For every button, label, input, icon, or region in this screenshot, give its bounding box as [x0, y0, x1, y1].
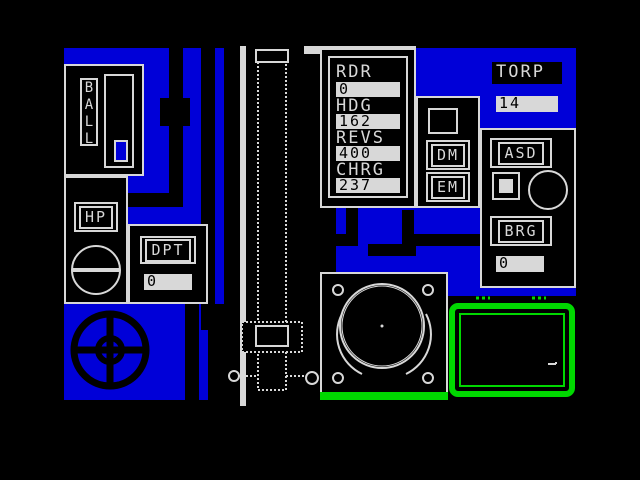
- torpedo-label: TORP: [496, 62, 545, 82]
- depth-value: 0: [144, 274, 192, 290]
- brg-label: BRG: [498, 219, 544, 243]
- instrument-panel: RDR 0 HDG 162 REVS 400 CHRG 237: [320, 48, 416, 208]
- torpedo-value: 14: [496, 96, 558, 112]
- em-label: EM: [430, 175, 466, 199]
- depth-gauge-icon: [71, 245, 121, 295]
- brg-button[interactable]: BRG: [490, 216, 552, 246]
- compass-scope-icon[interactable]: [322, 274, 446, 394]
- heading-value: 162: [336, 114, 400, 129]
- radar-value: 0: [336, 82, 400, 97]
- radar-label: RDR: [336, 62, 373, 82]
- revs-value: 400: [336, 146, 400, 161]
- heading-label: HDG: [336, 96, 373, 116]
- hp-panel: HP: [64, 176, 128, 304]
- periscope-icon[interactable]: [224, 46, 304, 406]
- motor-panel: DM EM: [416, 96, 480, 208]
- ballast-label-box: [80, 78, 98, 146]
- depth-button[interactable]: DPT: [140, 236, 196, 264]
- depth-label: DPT: [145, 238, 191, 262]
- charge-value: 237: [336, 178, 400, 193]
- ballast-label: BALL: [81, 80, 97, 148]
- ship-wheel-icon[interactable]: [64, 304, 160, 400]
- revs-label: REVS: [336, 128, 385, 148]
- sonar-dial-icon: [528, 170, 568, 210]
- compass-panel: [320, 272, 448, 396]
- torpedo-label-box: TORP: [492, 62, 562, 84]
- pipe-valve-icon: [305, 371, 319, 385]
- depth-panel: DPT 0: [128, 224, 208, 304]
- sonar-screen-icon[interactable]: [448, 296, 576, 400]
- hp-button[interactable]: HP: [74, 202, 118, 232]
- sonar-panel: ASD BRG 0: [480, 128, 576, 288]
- asd-label: ASD: [498, 141, 544, 165]
- asd-button[interactable]: ASD: [490, 138, 552, 168]
- dm-button[interactable]: DM: [426, 140, 470, 170]
- compass-base: [320, 392, 448, 400]
- ballast-level-fill: [114, 140, 128, 162]
- ballast-tank[interactable]: [104, 74, 134, 168]
- motor-indicator: [428, 108, 458, 134]
- asd-toggle[interactable]: [492, 172, 520, 200]
- ballast-panel: BALL: [64, 64, 144, 176]
- brg-value: 0: [496, 256, 544, 272]
- dm-label: DM: [430, 143, 466, 167]
- em-button[interactable]: EM: [426, 172, 470, 202]
- charge-label: CHRG: [336, 160, 385, 180]
- hp-label: HP: [78, 205, 114, 229]
